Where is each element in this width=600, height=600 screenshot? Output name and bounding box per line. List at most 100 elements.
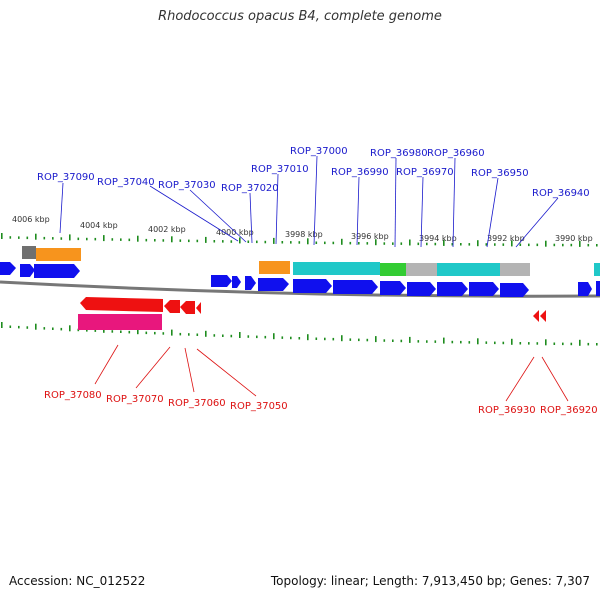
gene-label-top[interactable]: ROP_36950 <box>471 168 529 179</box>
scale-tick <box>477 240 479 247</box>
gene-arrow-reverse[interactable] <box>540 310 546 322</box>
gene-arrow[interactable] <box>258 278 289 291</box>
gene-label-bottom[interactable]: ROP_37080 <box>44 390 102 401</box>
scale-tick <box>468 243 471 246</box>
gene-arrow-reverse[interactable] <box>80 297 163 312</box>
gene-arrow[interactable] <box>500 283 529 297</box>
scale-label: 4002 kbp <box>148 225 186 234</box>
gene-label-top[interactable]: ROP_37020 <box>221 183 279 194</box>
gene-feature[interactable] <box>259 261 290 274</box>
gene-label-top[interactable]: ROP_36980 <box>370 148 428 159</box>
scale-tick <box>247 240 250 243</box>
scale-tick <box>434 242 437 246</box>
gene-arrow[interactable] <box>380 281 406 295</box>
scale-tick <box>375 336 377 343</box>
gene-feature[interactable] <box>78 314 162 330</box>
scale-tick <box>188 333 190 336</box>
gene-feature[interactable] <box>406 263 437 276</box>
scale-tick <box>35 233 37 240</box>
scale-tick <box>579 240 581 247</box>
gene-label-bottom[interactable]: ROP_36930 <box>478 405 536 416</box>
scale-tick <box>468 341 471 344</box>
scale-tick <box>562 342 564 346</box>
gene-arrow-reverse[interactable] <box>196 302 201 314</box>
scale-tick <box>264 335 267 339</box>
scale-tick <box>281 336 284 339</box>
top-leader-lines <box>59 155 559 248</box>
scale-tick <box>128 238 131 242</box>
scale-tick <box>256 335 258 339</box>
gene-label-top[interactable]: ROP_37040 <box>97 177 155 188</box>
scale-tick <box>247 335 250 338</box>
scale-tick <box>290 336 292 340</box>
gene-feature[interactable] <box>36 248 81 261</box>
scale-tick <box>213 334 216 337</box>
scale-tick <box>205 330 207 337</box>
scale-tick <box>205 236 207 243</box>
gene-label-top[interactable]: ROP_37010 <box>251 164 309 175</box>
scale-tick <box>69 234 71 241</box>
scale-tick <box>545 240 547 247</box>
gene-feature[interactable] <box>380 263 406 276</box>
gene-arrow[interactable] <box>20 264 35 277</box>
gene-label-bottom[interactable]: ROP_37050 <box>230 401 288 412</box>
scale-tick <box>392 339 394 342</box>
bottom-leader-lines <box>94 344 569 402</box>
scale-tick <box>332 337 335 341</box>
gene-label-top[interactable]: ROP_36970 <box>396 167 454 178</box>
gene-arrow[interactable] <box>333 280 378 294</box>
gene-label-bottom[interactable]: ROP_37070 <box>106 394 164 405</box>
scale-tick <box>519 342 522 345</box>
gene-label-top[interactable]: ROP_37030 <box>158 180 216 191</box>
gene-label-bottom[interactable]: ROP_37060 <box>168 398 226 409</box>
scale-label: 3992 kbp <box>487 234 525 243</box>
gene-feature[interactable] <box>293 262 380 275</box>
gene-arrow[interactable] <box>407 282 436 296</box>
gene-arrow[interactable] <box>437 282 468 296</box>
gene-arrow[interactable] <box>293 279 332 293</box>
scale-tick <box>111 238 114 241</box>
gene-label-top[interactable]: ROP_36990 <box>331 167 389 178</box>
scale-tick <box>111 330 114 333</box>
gene-feature[interactable] <box>594 263 600 276</box>
scale-tick <box>511 338 513 345</box>
scale-tick <box>451 243 454 246</box>
scale-tick <box>485 341 488 344</box>
scale-tick <box>587 342 590 346</box>
scale-tick <box>477 338 479 345</box>
scale-tick <box>18 325 20 329</box>
scale-tick <box>307 334 309 341</box>
gene-label-top[interactable]: ROP_36960 <box>427 148 485 159</box>
gene-label-top[interactable]: ROP_36940 <box>532 188 590 199</box>
gene-arrow[interactable] <box>211 275 232 287</box>
gene-label-bottom[interactable]: ROP_36920 <box>540 405 598 416</box>
scale-tick <box>502 341 505 345</box>
gene-label-top[interactable]: ROP_37000 <box>290 146 348 157</box>
scale-tick <box>86 329 88 332</box>
gene-arrow[interactable] <box>245 276 256 290</box>
scale-tick <box>43 236 46 240</box>
scale-tick <box>230 240 233 243</box>
gene-feature[interactable] <box>22 246 36 259</box>
gene-arrow[interactable] <box>469 282 499 296</box>
gene-arrow[interactable] <box>0 262 16 275</box>
gene-arrow[interactable] <box>34 264 80 278</box>
gene-feature[interactable] <box>437 263 500 276</box>
gene-arrow[interactable] <box>232 276 241 288</box>
gene-arrow-reverse[interactable] <box>164 300 180 313</box>
gene-arrow-reverse[interactable] <box>180 301 195 314</box>
scale-tick <box>154 239 156 242</box>
gene-label-top[interactable]: ROP_37090 <box>37 172 95 183</box>
gene-arrow[interactable] <box>578 282 592 296</box>
scale-label: 4006 kbp <box>12 215 50 224</box>
gene-feature[interactable] <box>500 263 530 276</box>
gene-arrow-reverse[interactable] <box>533 310 539 322</box>
scale-tick <box>9 325 12 328</box>
top-feature-bars <box>22 246 600 276</box>
scale-tick <box>494 243 496 246</box>
scale-tick <box>528 243 530 247</box>
scale-tick <box>426 242 428 246</box>
scale-tick <box>341 238 343 245</box>
gene-arrow[interactable] <box>596 281 600 296</box>
